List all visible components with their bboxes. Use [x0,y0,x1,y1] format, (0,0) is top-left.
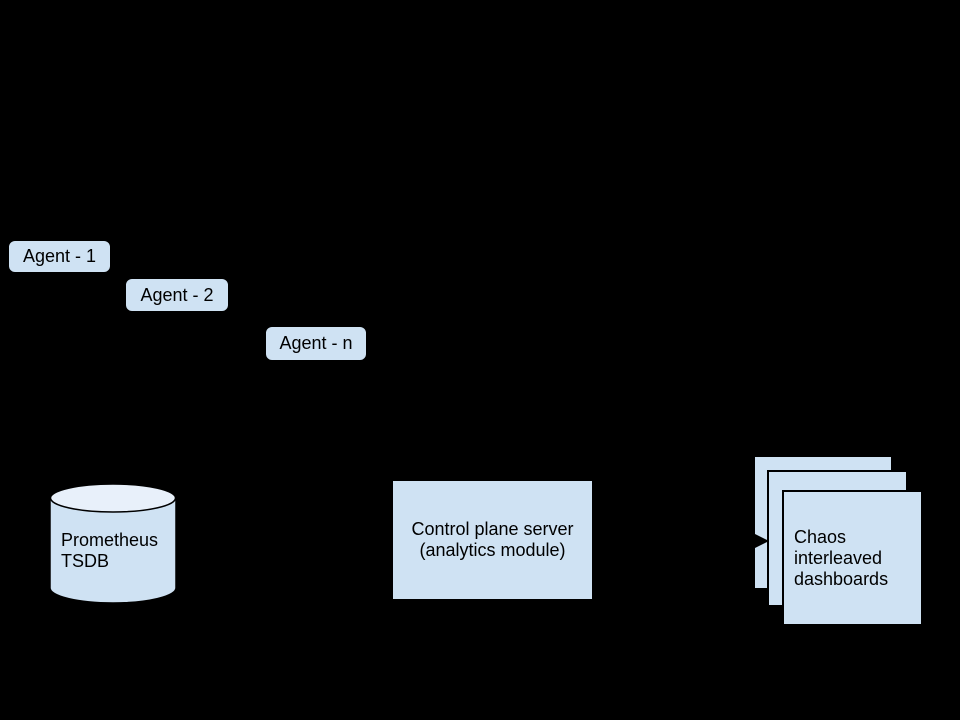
prometheus-label-line1: Prometheus [61,530,159,550]
prometheus-db-node: Prometheus TSDB [49,483,177,605]
dashboards-label-line3: dashboards [794,568,889,589]
dashboard-card-front: Chaos interleaved dashboards [782,490,923,626]
control-plane-label-line1: Control plane server [411,519,574,539]
dashboards-label-line2: interleaved [794,547,883,568]
control-plane-label-line2: (analytics module) [419,540,566,560]
agent-2-node: Agent - 2 [124,277,230,313]
connector-arrow [593,533,769,549]
agent-n-node: Agent - n [264,325,368,362]
agent-1-node: Agent - 1 [7,239,112,274]
dashboards-label: Chaos interleaved dashboards [784,492,921,624]
agent-2-label: Agent - 2 [140,284,214,305]
arrowhead-icon [753,533,769,549]
dashboards-label-line1: Chaos [794,526,847,547]
prometheus-label: Prometheus TSDB [49,497,177,605]
database-cylinder-icon [49,483,177,604]
prometheus-label-line2: TSDB [61,551,110,571]
agent-1-label: Agent - 1 [22,246,97,266]
agent-n-label: Agent - n [279,333,353,353]
control-plane-node: Control plane server (analytics module) [393,481,592,599]
